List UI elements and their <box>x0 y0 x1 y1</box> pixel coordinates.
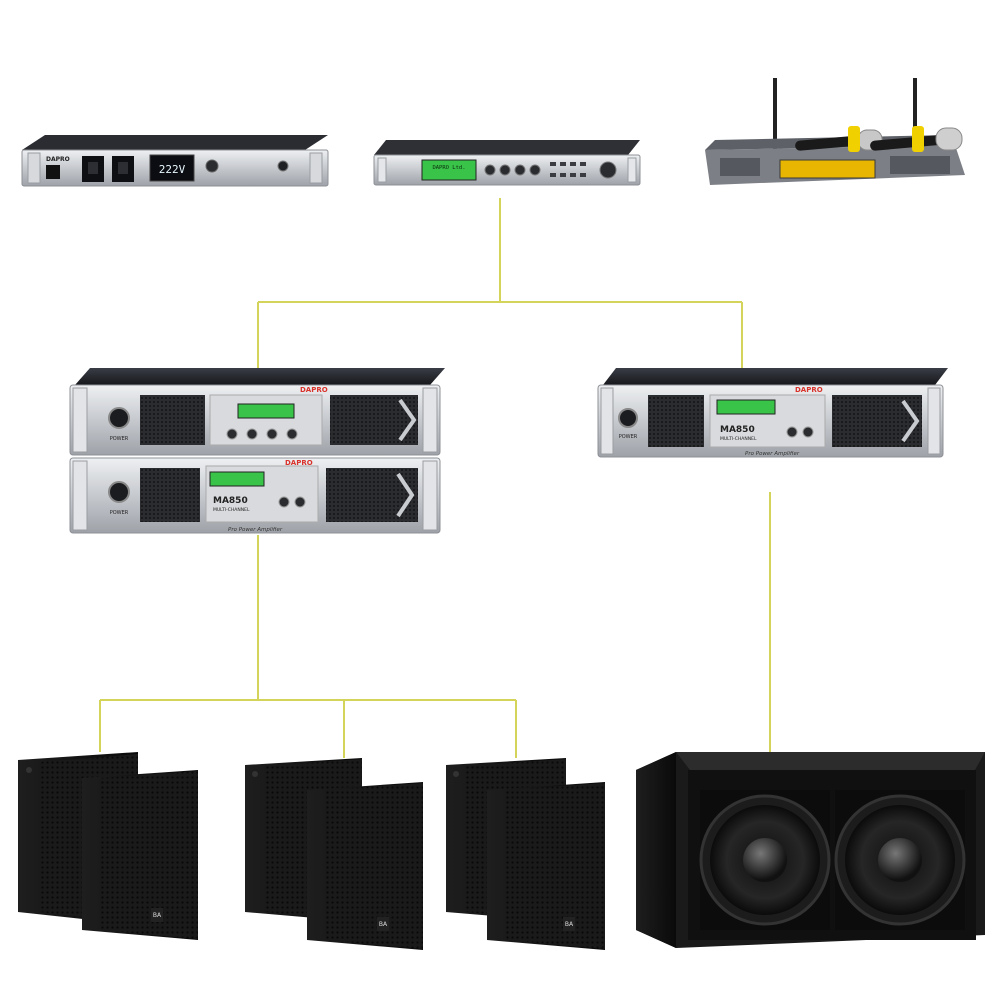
amp-lcd <box>209 471 265 487</box>
amp-knob-1 <box>278 496 290 508</box>
speaker-front: BA <box>307 782 423 950</box>
amp-grille-right <box>330 395 418 445</box>
amp-grille-right <box>326 468 418 522</box>
amp-brand: DAPRO <box>300 386 328 394</box>
amp-lcd <box>716 399 776 415</box>
amp-knob-2 <box>802 426 814 438</box>
processor-knobs <box>484 161 617 179</box>
power-label: POWER <box>110 510 129 516</box>
speaker-logo-badge <box>151 908 163 922</box>
amp-grille-left <box>140 395 205 445</box>
woofer-driver-left <box>699 790 831 930</box>
amp-knob-2 <box>294 496 306 508</box>
audio-processor: DAPRO Ltd. <box>373 140 641 186</box>
power-switch <box>277 160 289 172</box>
microphone-right <box>870 126 963 152</box>
speaker-front: BA <box>82 770 198 940</box>
amp-brand: DAPRO <box>285 459 313 467</box>
subwoofer <box>636 752 985 948</box>
qr-code <box>46 165 60 179</box>
chevron-decoration <box>396 472 415 518</box>
speaker-pair-1: BA <box>18 752 198 940</box>
cable-group <box>99 198 771 758</box>
amplifier-right: POWER DAPRO MA850 MULTI-CHANNEL Pro Powe… <box>597 368 948 458</box>
amp-knobs <box>226 428 298 440</box>
speaker-logo-badge <box>563 917 575 931</box>
amplifier-bottom-left: POWER DAPRO MA850 MULTI-CHANNEL Pro Powe… <box>69 457 441 534</box>
power-sequencer-brand: DAPRO <box>46 156 70 163</box>
power-knob <box>205 159 219 173</box>
speaker-pair-2: BA <box>245 758 423 950</box>
mixer-lcd <box>779 159 876 179</box>
amp-grille-left <box>140 468 200 522</box>
processor-lcd-text: DAPRO Ltd. <box>432 165 465 171</box>
amplifier-top-left: POWER DAPRO <box>69 368 445 456</box>
speaker-logo: BA <box>153 912 162 919</box>
power-button <box>108 481 130 503</box>
amp-lcd <box>237 403 295 419</box>
amp-brand: DAPRO <box>795 386 823 394</box>
power-button <box>108 407 130 429</box>
amp-subtitle: MULTI-CHANNEL <box>720 436 757 442</box>
power-button <box>618 408 638 428</box>
amp-subtitle: MULTI-CHANNEL <box>213 507 250 513</box>
amp-model: MA850 <box>213 496 248 506</box>
power-sequencer: DAPRO 222V <box>21 135 329 187</box>
amp-grille-right <box>832 395 922 447</box>
woofer-driver-right <box>834 790 966 930</box>
voltage-display <box>149 154 195 182</box>
power-label: POWER <box>619 434 638 440</box>
amp-tagline: Pro Power Amplifier <box>745 451 800 457</box>
speaker-logo-badge <box>377 917 389 931</box>
wireless-mic-receiver <box>705 78 965 185</box>
amp-model: MA850 <box>720 425 755 435</box>
amp-tagline: Pro Power Amplifier <box>228 527 283 533</box>
speaker-logo: BA <box>565 921 574 928</box>
processor-lcd <box>421 159 477 181</box>
speaker-front: BA <box>487 782 605 950</box>
speaker-logo: BA <box>379 921 388 928</box>
speaker-pair-3: BA <box>446 758 605 950</box>
subwoofer-side <box>636 752 676 948</box>
processor-buttons <box>550 162 586 177</box>
chevron-decoration <box>901 399 920 443</box>
amp-knob-1 <box>786 426 798 438</box>
voltage-readout: 222V <box>159 163 186 176</box>
chevron-decoration <box>398 398 417 442</box>
amp-grille-left <box>648 395 704 447</box>
power-label: POWER <box>110 436 129 442</box>
